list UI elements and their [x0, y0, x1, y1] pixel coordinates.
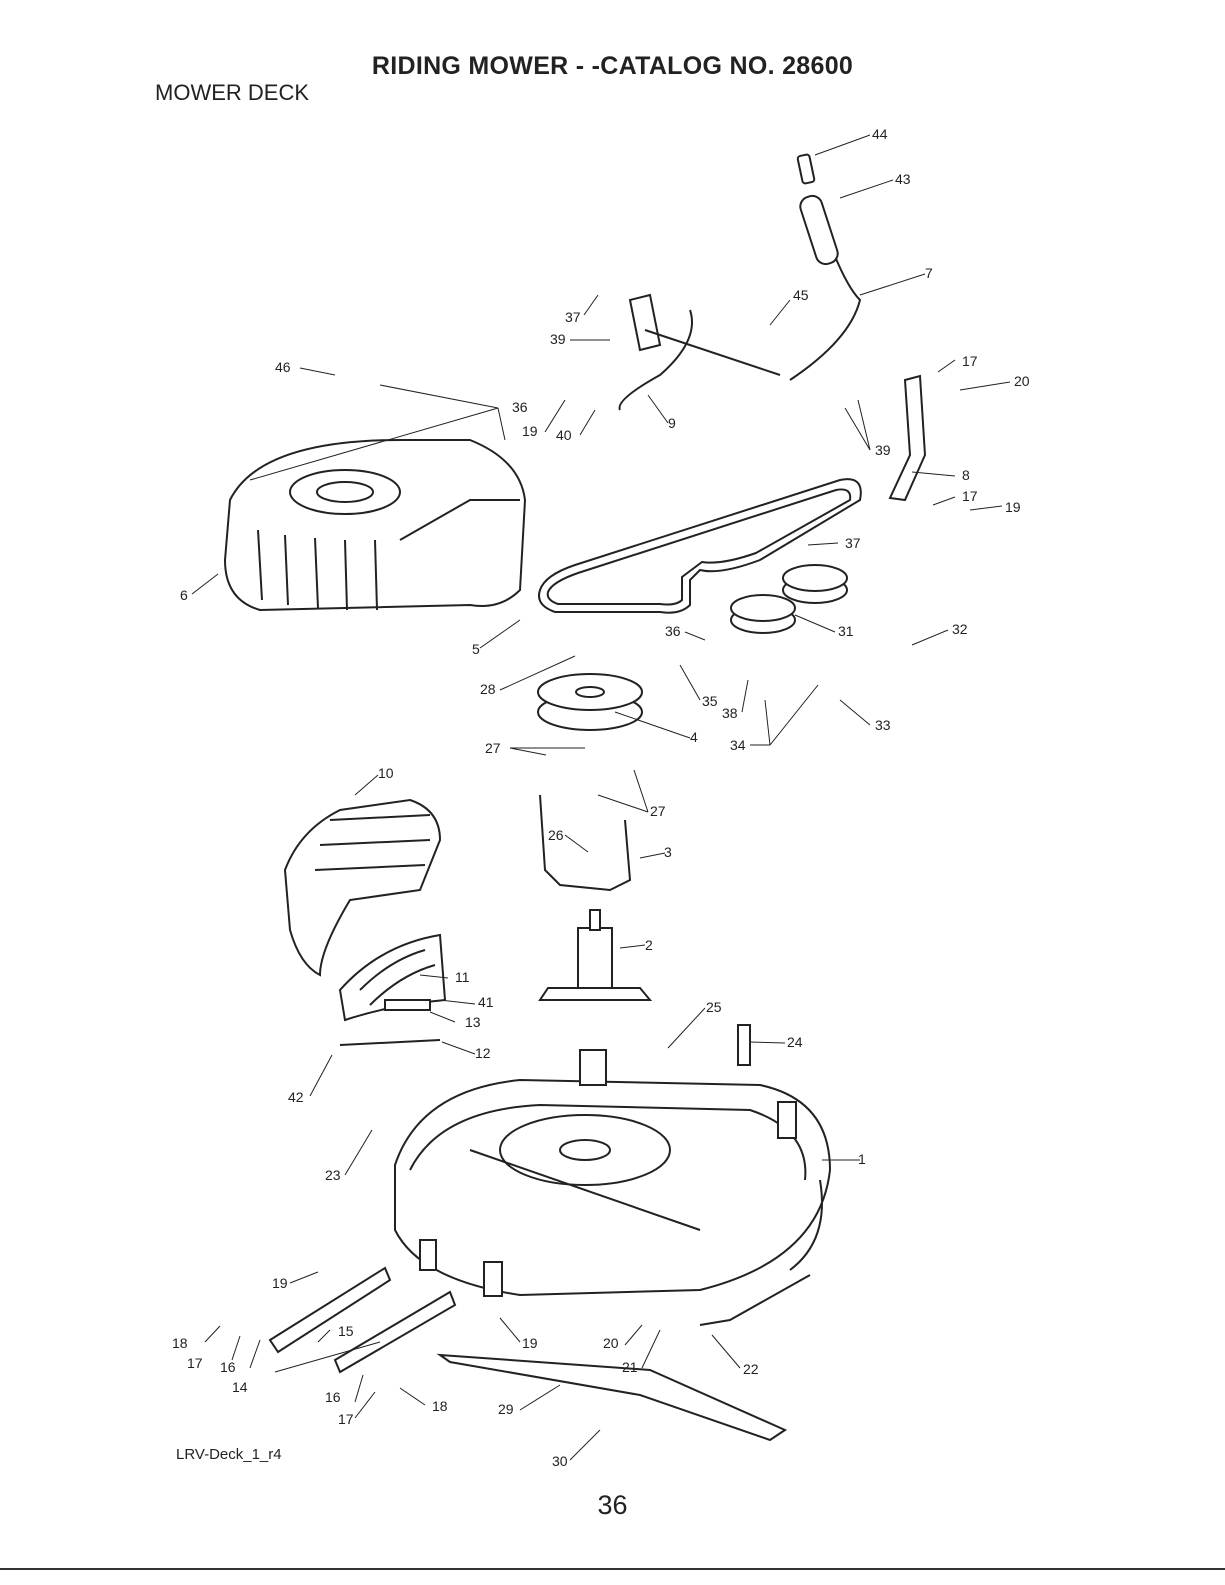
- callout-26: 26: [548, 827, 564, 843]
- part-pin-12: [340, 1040, 440, 1045]
- callout-23: 23: [325, 1167, 341, 1183]
- callout-16a: 16: [220, 1359, 236, 1375]
- callout-41: 41: [478, 994, 494, 1010]
- callout-45: 45: [793, 287, 809, 303]
- callout-42: 42: [288, 1089, 304, 1105]
- part-spindle: [540, 910, 650, 1000]
- callout-27b: 27: [650, 803, 666, 819]
- part-lift-handle: [620, 154, 861, 410]
- callout-20b: 20: [1014, 373, 1030, 389]
- callout-36a: 36: [512, 399, 528, 415]
- callout-19c: 19: [522, 1335, 538, 1351]
- callout-9: 9: [668, 415, 676, 431]
- callout-17b: 17: [338, 1411, 354, 1427]
- callout-39a: 39: [550, 331, 566, 347]
- callout-16b: 16: [325, 1389, 341, 1405]
- callout-15: 15: [338, 1323, 354, 1339]
- part-bracket: [890, 376, 925, 500]
- callout-17d: 17: [962, 488, 978, 504]
- callout-33: 33: [875, 717, 891, 733]
- callout-44: 44: [872, 126, 888, 142]
- callout-8: 8: [962, 467, 970, 483]
- callout-2: 2: [645, 937, 653, 953]
- part-idler-pulleys: [731, 565, 847, 633]
- page-bottom-rule: [0, 1568, 1225, 1570]
- callout-18a: 18: [172, 1335, 188, 1351]
- callout-21: 21: [622, 1359, 638, 1375]
- callout-14: 14: [232, 1379, 248, 1395]
- callout-35: 35: [702, 693, 718, 709]
- callout-19d: 19: [1005, 499, 1021, 515]
- callout-17c: 17: [962, 353, 978, 369]
- callout-19a: 19: [272, 1275, 288, 1291]
- callout-37b: 37: [845, 535, 861, 551]
- part-spring-13: [385, 1000, 430, 1010]
- callout-28: 28: [480, 681, 496, 697]
- callout-34: 34: [730, 737, 746, 753]
- callout-3: 3: [664, 844, 672, 860]
- callout-13: 13: [465, 1014, 481, 1030]
- callout-27a: 27: [485, 740, 501, 756]
- page-number: 36: [0, 1490, 1225, 1521]
- callout-39b: 39: [875, 442, 891, 458]
- callout-43: 43: [895, 171, 911, 187]
- callout-12: 12: [475, 1045, 491, 1061]
- callout-4: 4: [690, 729, 698, 745]
- part-spring: [738, 1025, 750, 1065]
- callout-18b: 18: [432, 1398, 448, 1414]
- callout-20a: 20: [603, 1335, 619, 1351]
- callout-40: 40: [556, 427, 572, 443]
- callout-1: 1: [858, 1151, 866, 1167]
- part-discharge-chute: [285, 800, 445, 1020]
- callout-6: 6: [180, 587, 188, 603]
- callout-31: 31: [838, 623, 854, 639]
- part-spindle-pulley: [538, 674, 642, 730]
- callout-19b: 19: [522, 423, 538, 439]
- drawing-code: LRV-Deck_1_r4: [176, 1446, 282, 1463]
- callout-37a: 37: [565, 309, 581, 325]
- part-mower-deck: [395, 1050, 830, 1296]
- callout-11: 11: [455, 969, 470, 985]
- part-belt-cover: [225, 440, 525, 610]
- callout-22: 22: [743, 1361, 759, 1377]
- callout-38: 38: [722, 705, 738, 721]
- callout-7: 7: [925, 265, 933, 281]
- callout-10: 10: [378, 765, 394, 781]
- callout-36b: 36: [665, 623, 681, 639]
- callout-24: 24: [787, 1034, 803, 1050]
- callout-29: 29: [498, 1401, 514, 1417]
- callout-30: 30: [552, 1453, 568, 1469]
- callout-46: 46: [275, 359, 291, 375]
- callout-32: 32: [952, 621, 968, 637]
- callout-5: 5: [472, 641, 480, 657]
- callout-25: 25: [706, 999, 722, 1015]
- callout-17a: 17: [187, 1355, 203, 1371]
- part-blade: [440, 1355, 785, 1440]
